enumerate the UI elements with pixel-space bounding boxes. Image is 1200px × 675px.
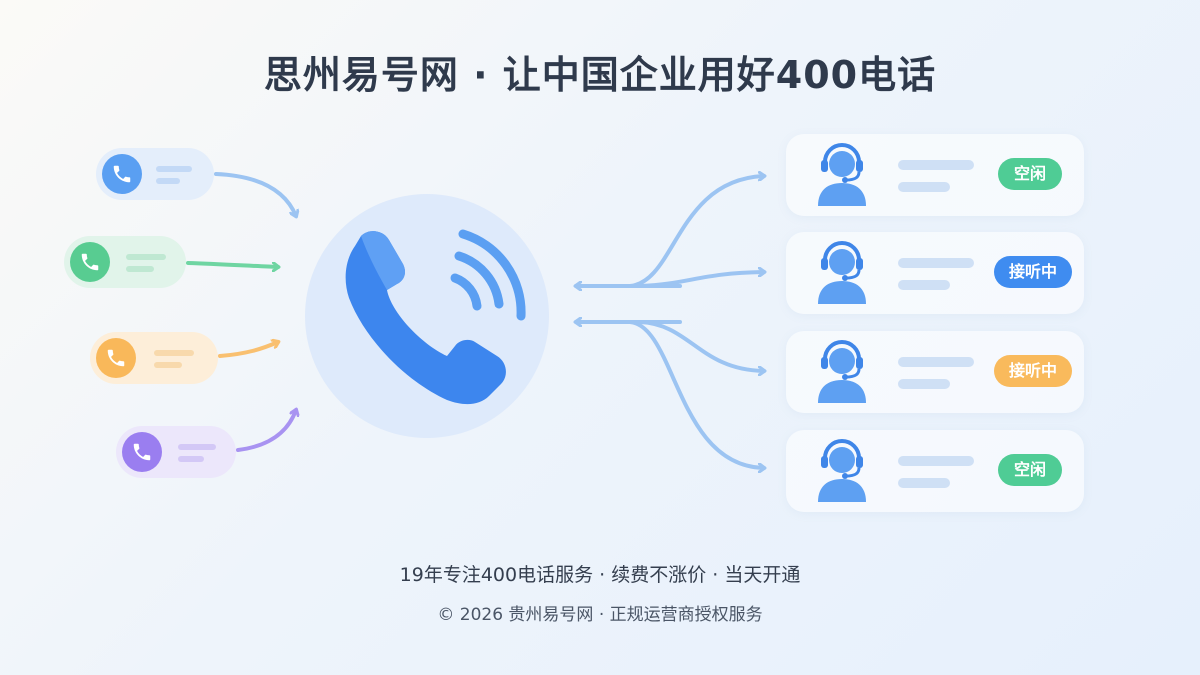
incoming-arrow-1	[214, 172, 296, 216]
incoming-arrow-2	[186, 261, 278, 267]
agent-card-3: 接听中	[786, 331, 1084, 413]
incoming-arrow-4	[236, 410, 296, 452]
phone-icon	[96, 338, 136, 378]
caller-4	[116, 426, 236, 478]
caller-2	[64, 236, 186, 288]
headset-agent-icon	[818, 241, 866, 304]
caller-1	[96, 148, 214, 200]
route-arrow-agent-1	[628, 176, 764, 288]
caller-3	[90, 332, 218, 384]
phone-icon	[122, 432, 162, 472]
agent-card-2: 接听中	[786, 232, 1084, 314]
hub-circle	[305, 194, 549, 438]
agent-card-4: 空闲	[786, 430, 1084, 512]
agent-card-1: 空闲	[786, 134, 1084, 216]
headset-agent-icon	[818, 439, 866, 502]
status-badge-idle: 空闲	[998, 158, 1062, 190]
status-badge-busy: 接听中	[994, 355, 1072, 387]
status-badge-busy: 接听中	[994, 256, 1072, 288]
headset-agent-icon	[818, 340, 866, 403]
tagline: 19年专注400电话服务 · 续费不涨价 · 当天开通	[399, 564, 801, 586]
phone-ringing-icon	[345, 229, 526, 405]
route-arrow-agent-2	[638, 272, 764, 288]
route-arrow-agent-4	[628, 320, 764, 468]
incoming-arrow-3	[218, 342, 278, 358]
route-arrow-agent-3	[638, 320, 764, 371]
status-badge-idle: 空闲	[998, 454, 1062, 486]
phone-icon	[70, 242, 110, 282]
headset-agent-icon	[818, 143, 866, 206]
phone-icon	[102, 154, 142, 194]
copyright: © 2026 贵州易号网 · 正规运营商授权服务	[437, 605, 763, 625]
page-title: 思州易号网 · 让中国企业用好400电话	[263, 53, 937, 97]
